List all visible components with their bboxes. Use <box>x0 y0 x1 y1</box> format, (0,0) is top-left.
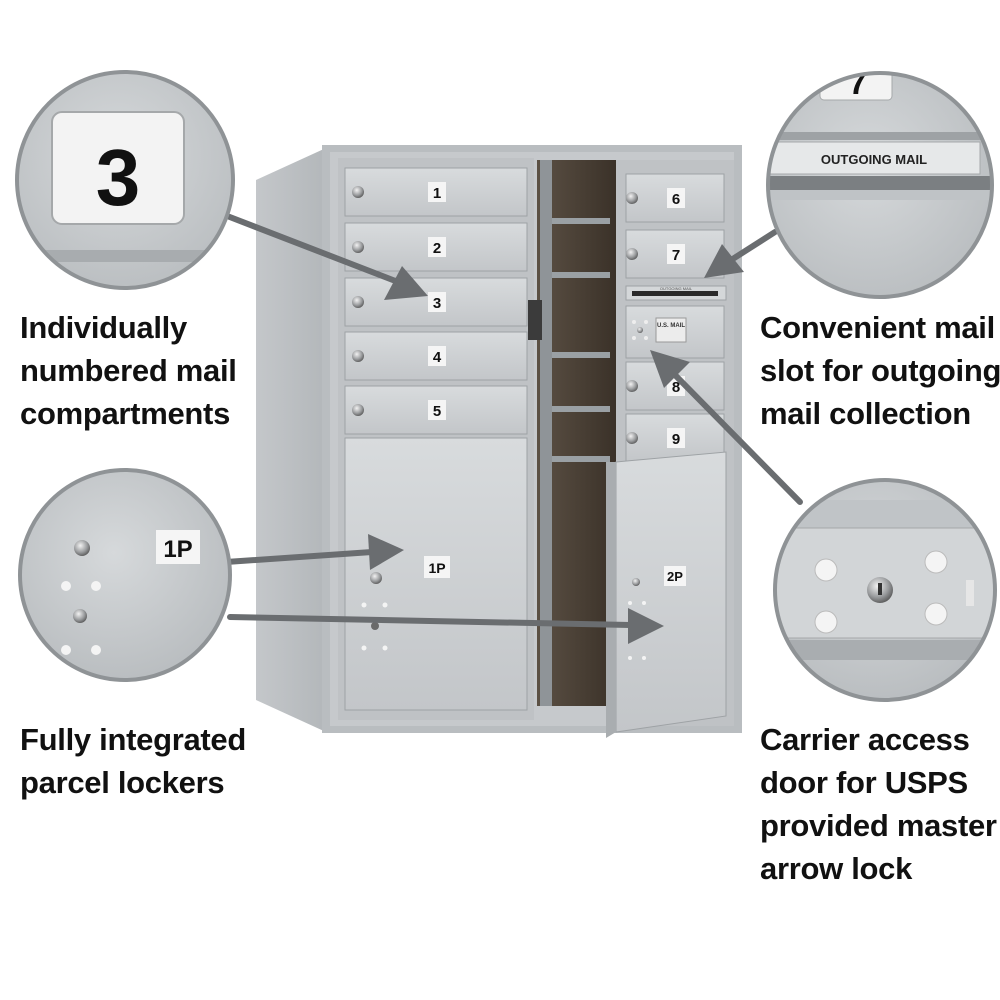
door-lock-icon <box>352 296 364 308</box>
door-lock-icon <box>352 404 364 416</box>
door-number-label: 9 <box>672 431 680 448</box>
parcel-locker-1p: 1P <box>344 437 528 711</box>
arrow-compartment <box>219 211 401 285</box>
caption-line: door for USPS <box>760 765 968 800</box>
zoom-number-3: 3 <box>96 133 141 222</box>
door-lock-icon <box>352 241 364 253</box>
caption-outgoing-slot: Convenient mail slot for outgoing mail c… <box>760 306 1000 435</box>
mail-compartment-door: 3 <box>344 277 528 327</box>
door-lock-icon <box>352 186 364 198</box>
door-lock-icon <box>626 248 638 260</box>
arrow-parcel-1p <box>223 549 375 565</box>
side-panel <box>256 148 326 732</box>
door-number-label: 3 <box>433 295 441 312</box>
caption-parcel-lockers: Fully integrated parcel lockers <box>20 718 246 804</box>
door-number-label: 1 <box>433 185 441 202</box>
caption-numbered-compartments: Individually numbered mail compartments <box>20 306 237 435</box>
door-number-label: 5 <box>433 403 441 420</box>
parcel-locker-2p-open: 2P <box>606 451 727 738</box>
door-lock-icon <box>626 192 638 204</box>
caption-line: provided master <box>760 808 997 843</box>
mail-compartment-door: 4 <box>344 331 528 381</box>
outgoing-plate-small: OUTGOING MAIL <box>660 286 693 291</box>
caption-line: Carrier access <box>760 722 970 757</box>
zoom-outgoing-plate: OUTGOING MAIL <box>821 152 927 167</box>
zoom-number-7: 7 <box>849 64 868 102</box>
mail-compartment-door: 5 <box>344 385 528 435</box>
caption-line: Individually <box>20 310 187 345</box>
zoom-parcel-locker: 1P <box>18 468 232 682</box>
left-door-column: 1 2 3 4 5 <box>344 167 528 435</box>
mail-compartment-door: 8 <box>625 361 725 411</box>
parcel-label-2p: 2P <box>667 569 683 584</box>
caption-line: numbered mail <box>20 353 237 388</box>
zoom-compartment-number: 3 <box>15 70 235 290</box>
mail-compartment-door: 7 <box>625 229 725 279</box>
mail-compartment-door: 6 <box>625 173 725 223</box>
mail-compartment-door: 2 <box>344 222 528 272</box>
caption-line: Convenient mail <box>760 310 995 345</box>
zoom-outgoing-slot: 7 OUTGOING MAIL <box>766 64 994 299</box>
mailbox-unit: OUTGOING MAIL U.S. MAIL 1 2 3 4 5 6 7 8 9 1P <box>256 145 742 738</box>
door-lock-icon <box>626 380 638 392</box>
door-number-label: 2 <box>433 240 441 257</box>
door-latch <box>528 300 542 340</box>
door-lock-icon <box>626 432 638 444</box>
caption-line: mail collection <box>760 396 971 431</box>
arrow-slot <box>725 229 778 265</box>
caption-line: compartments <box>20 396 231 431</box>
caption-line: slot for outgoing <box>760 353 1000 388</box>
outgoing-mail-slot <box>632 291 718 296</box>
interior-shelves <box>552 218 610 462</box>
callout-arrows <box>219 211 803 644</box>
caption-carrier-door: Carrier access door for USPS provided ma… <box>760 718 997 890</box>
usps-tag: U.S. MAIL <box>657 323 685 329</box>
mail-compartment-door: 1 <box>344 167 528 217</box>
door-number-label: 7 <box>672 247 680 264</box>
caption-line: parcel lockers <box>20 765 225 800</box>
caption-line: arrow lock <box>760 851 913 886</box>
parcel-label-1p: 1P <box>428 560 445 576</box>
zoom-carrier-lock <box>773 478 997 702</box>
arrow-carrier-door <box>673 373 803 505</box>
caption-line: Fully integrated <box>20 722 247 757</box>
arrow-parcel-2p <box>227 614 633 628</box>
zoom-parcel-label: 1P <box>163 536 192 563</box>
door-number-label: 6 <box>672 191 680 208</box>
door-lock-icon <box>352 350 364 362</box>
door-number-label: 4 <box>433 349 442 366</box>
door-number-label: 8 <box>672 379 680 396</box>
